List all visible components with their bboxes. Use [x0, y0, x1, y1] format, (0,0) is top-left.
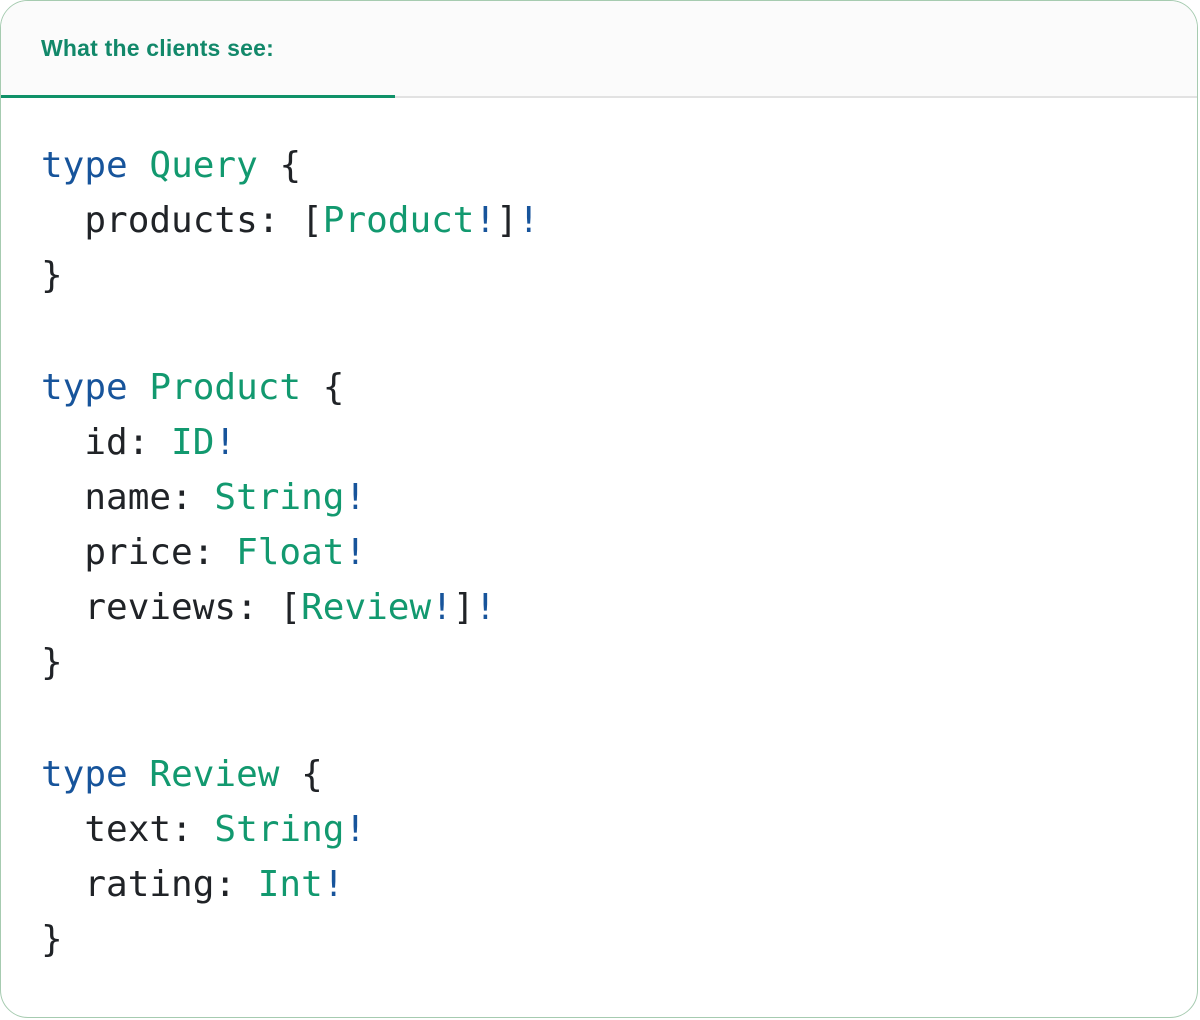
- code-token-bang: !: [344, 532, 367, 573]
- code-token-bang: !: [431, 587, 453, 628]
- code-token-bang: !: [474, 200, 497, 241]
- code-block: type Query { products: [Product!]!}: [41, 138, 1167, 303]
- code-token-type: Review: [301, 587, 432, 628]
- code-token-plain: price:: [41, 532, 237, 573]
- code-token-plain: rating:: [41, 864, 258, 905]
- code-token-type: ID: [171, 422, 215, 463]
- code-token-type: String: [214, 477, 345, 518]
- code-token-plain: ]: [496, 200, 518, 241]
- code-token-plain: {: [257, 145, 302, 186]
- code-token-plain: id:: [41, 422, 172, 463]
- code-token-plain: {: [279, 754, 323, 795]
- code-token-type: Product: [149, 367, 302, 408]
- code-token-bang: !: [322, 864, 345, 905]
- code-token-plain: [128, 145, 150, 186]
- code-token-type: Int: [257, 864, 323, 905]
- code-token-keyword: type: [41, 367, 128, 408]
- code-token-bang: !: [214, 422, 237, 463]
- code-token-plain: name:: [41, 477, 215, 518]
- code-line: rating: Int!: [41, 857, 1167, 912]
- code-token-plain: }: [41, 255, 63, 296]
- code-token-plain: ]: [452, 587, 475, 628]
- code-line: type Review {: [41, 747, 1167, 802]
- code-token-plain: {: [301, 367, 345, 408]
- code-token-bang: !: [344, 477, 367, 518]
- code-line: id: ID!: [41, 415, 1167, 470]
- code-line: }: [41, 635, 1167, 690]
- code-block: type Review { text: String! rating: Int!…: [41, 747, 1167, 967]
- code-token-keyword: type: [41, 754, 128, 795]
- code-token-type: Review: [149, 754, 280, 795]
- code-line: type Product {: [41, 360, 1167, 415]
- code-token-type: Query: [149, 145, 258, 186]
- code-area: type Query { products: [Product!]!}type …: [1, 98, 1197, 997]
- tab-label: What the clients see:: [41, 35, 274, 61]
- code-token-type: Float: [236, 532, 345, 573]
- code-line: }: [41, 248, 1167, 303]
- code-token-bang: !: [344, 809, 367, 850]
- code-token-bang: !: [474, 587, 497, 628]
- code-token-plain: text:: [41, 809, 215, 850]
- code-line: type Query {: [41, 138, 1167, 193]
- code-token-type: String: [214, 809, 345, 850]
- active-tab-underline: [1, 95, 395, 98]
- code-token-type: Product: [322, 200, 475, 241]
- code-token-plain: }: [41, 919, 63, 960]
- code-line: }: [41, 912, 1167, 967]
- code-token-keyword: type: [41, 145, 128, 186]
- code-line: price: Float!: [41, 525, 1167, 580]
- code-token-plain: }: [41, 642, 63, 683]
- code-line: name: String!: [41, 470, 1167, 525]
- code-line: text: String!: [41, 802, 1167, 857]
- code-token-plain: [128, 367, 150, 408]
- code-token-plain: [128, 754, 150, 795]
- tab-what-clients-see[interactable]: What the clients see:: [1, 1, 395, 98]
- code-line: products: [Product!]!: [41, 193, 1167, 248]
- code-token-plain: reviews: [: [41, 587, 302, 628]
- code-block: type Product { id: ID! name: String! pri…: [41, 360, 1167, 690]
- code-token-plain: products: [: [41, 200, 323, 241]
- tab-bar: What the clients see:: [1, 1, 1197, 98]
- code-line: reviews: [Review!]!: [41, 580, 1167, 635]
- code-token-bang: !: [517, 200, 540, 241]
